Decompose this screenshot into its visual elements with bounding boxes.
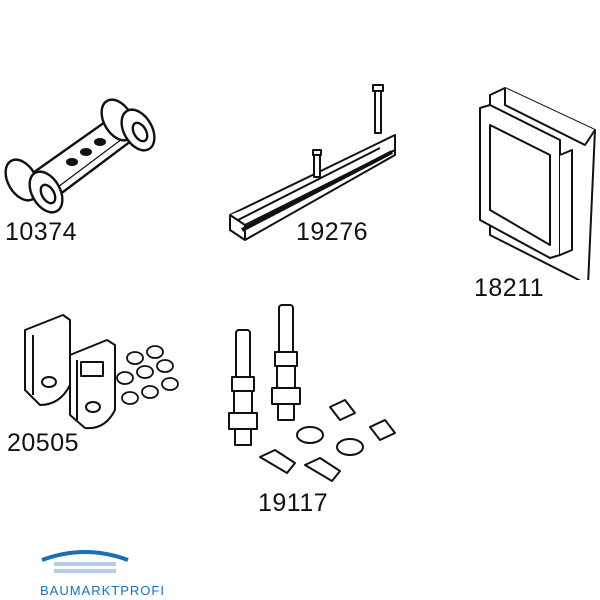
part-number-label: 20505 [7, 429, 80, 457]
part-number-label: 10374 [5, 218, 78, 246]
hinge-plates-20505-drawing [24, 314, 179, 430]
bracket-18211-drawing [479, 87, 596, 280]
bolt-set-19117-drawing [228, 304, 396, 482]
brand-name: BAUMARKTPROFI [40, 583, 165, 598]
brand-logo-icon [41, 550, 129, 573]
part-number-label: 19117 [258, 489, 329, 517]
part-number-label: 18211 [474, 274, 545, 302]
rail-19276-drawing [229, 84, 396, 241]
trolley-10374-drawing [4, 98, 156, 214]
part-number-label: 19276 [296, 218, 369, 246]
